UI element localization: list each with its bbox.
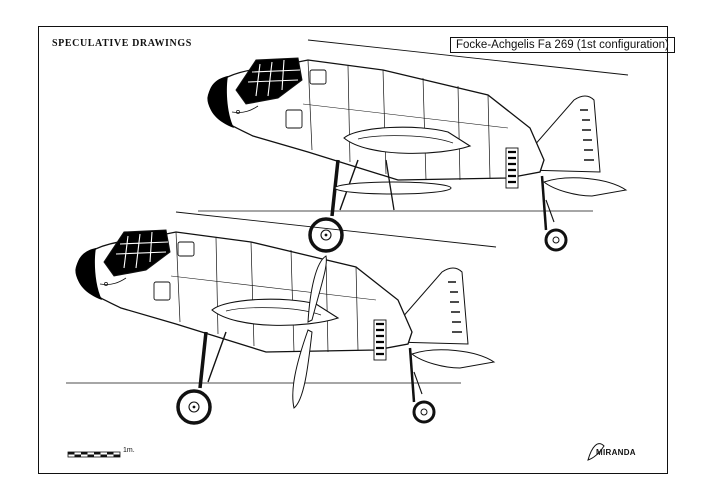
sheet-frame bbox=[38, 26, 668, 474]
aircraft-title: Focke-Achgelis Fa 269 (1st configuration… bbox=[450, 37, 675, 53]
aircraft-side-view-top bbox=[196, 38, 630, 253]
artist-logo bbox=[587, 443, 605, 461]
artist-logo-text: MIRANDA bbox=[596, 448, 636, 457]
scale-label: 1m. bbox=[123, 447, 135, 454]
sheet-heading: SPECULATIVE DRAWINGS bbox=[52, 38, 192, 49]
aircraft-side-view-bottom bbox=[64, 210, 498, 425]
scale-bar bbox=[67, 451, 121, 458]
